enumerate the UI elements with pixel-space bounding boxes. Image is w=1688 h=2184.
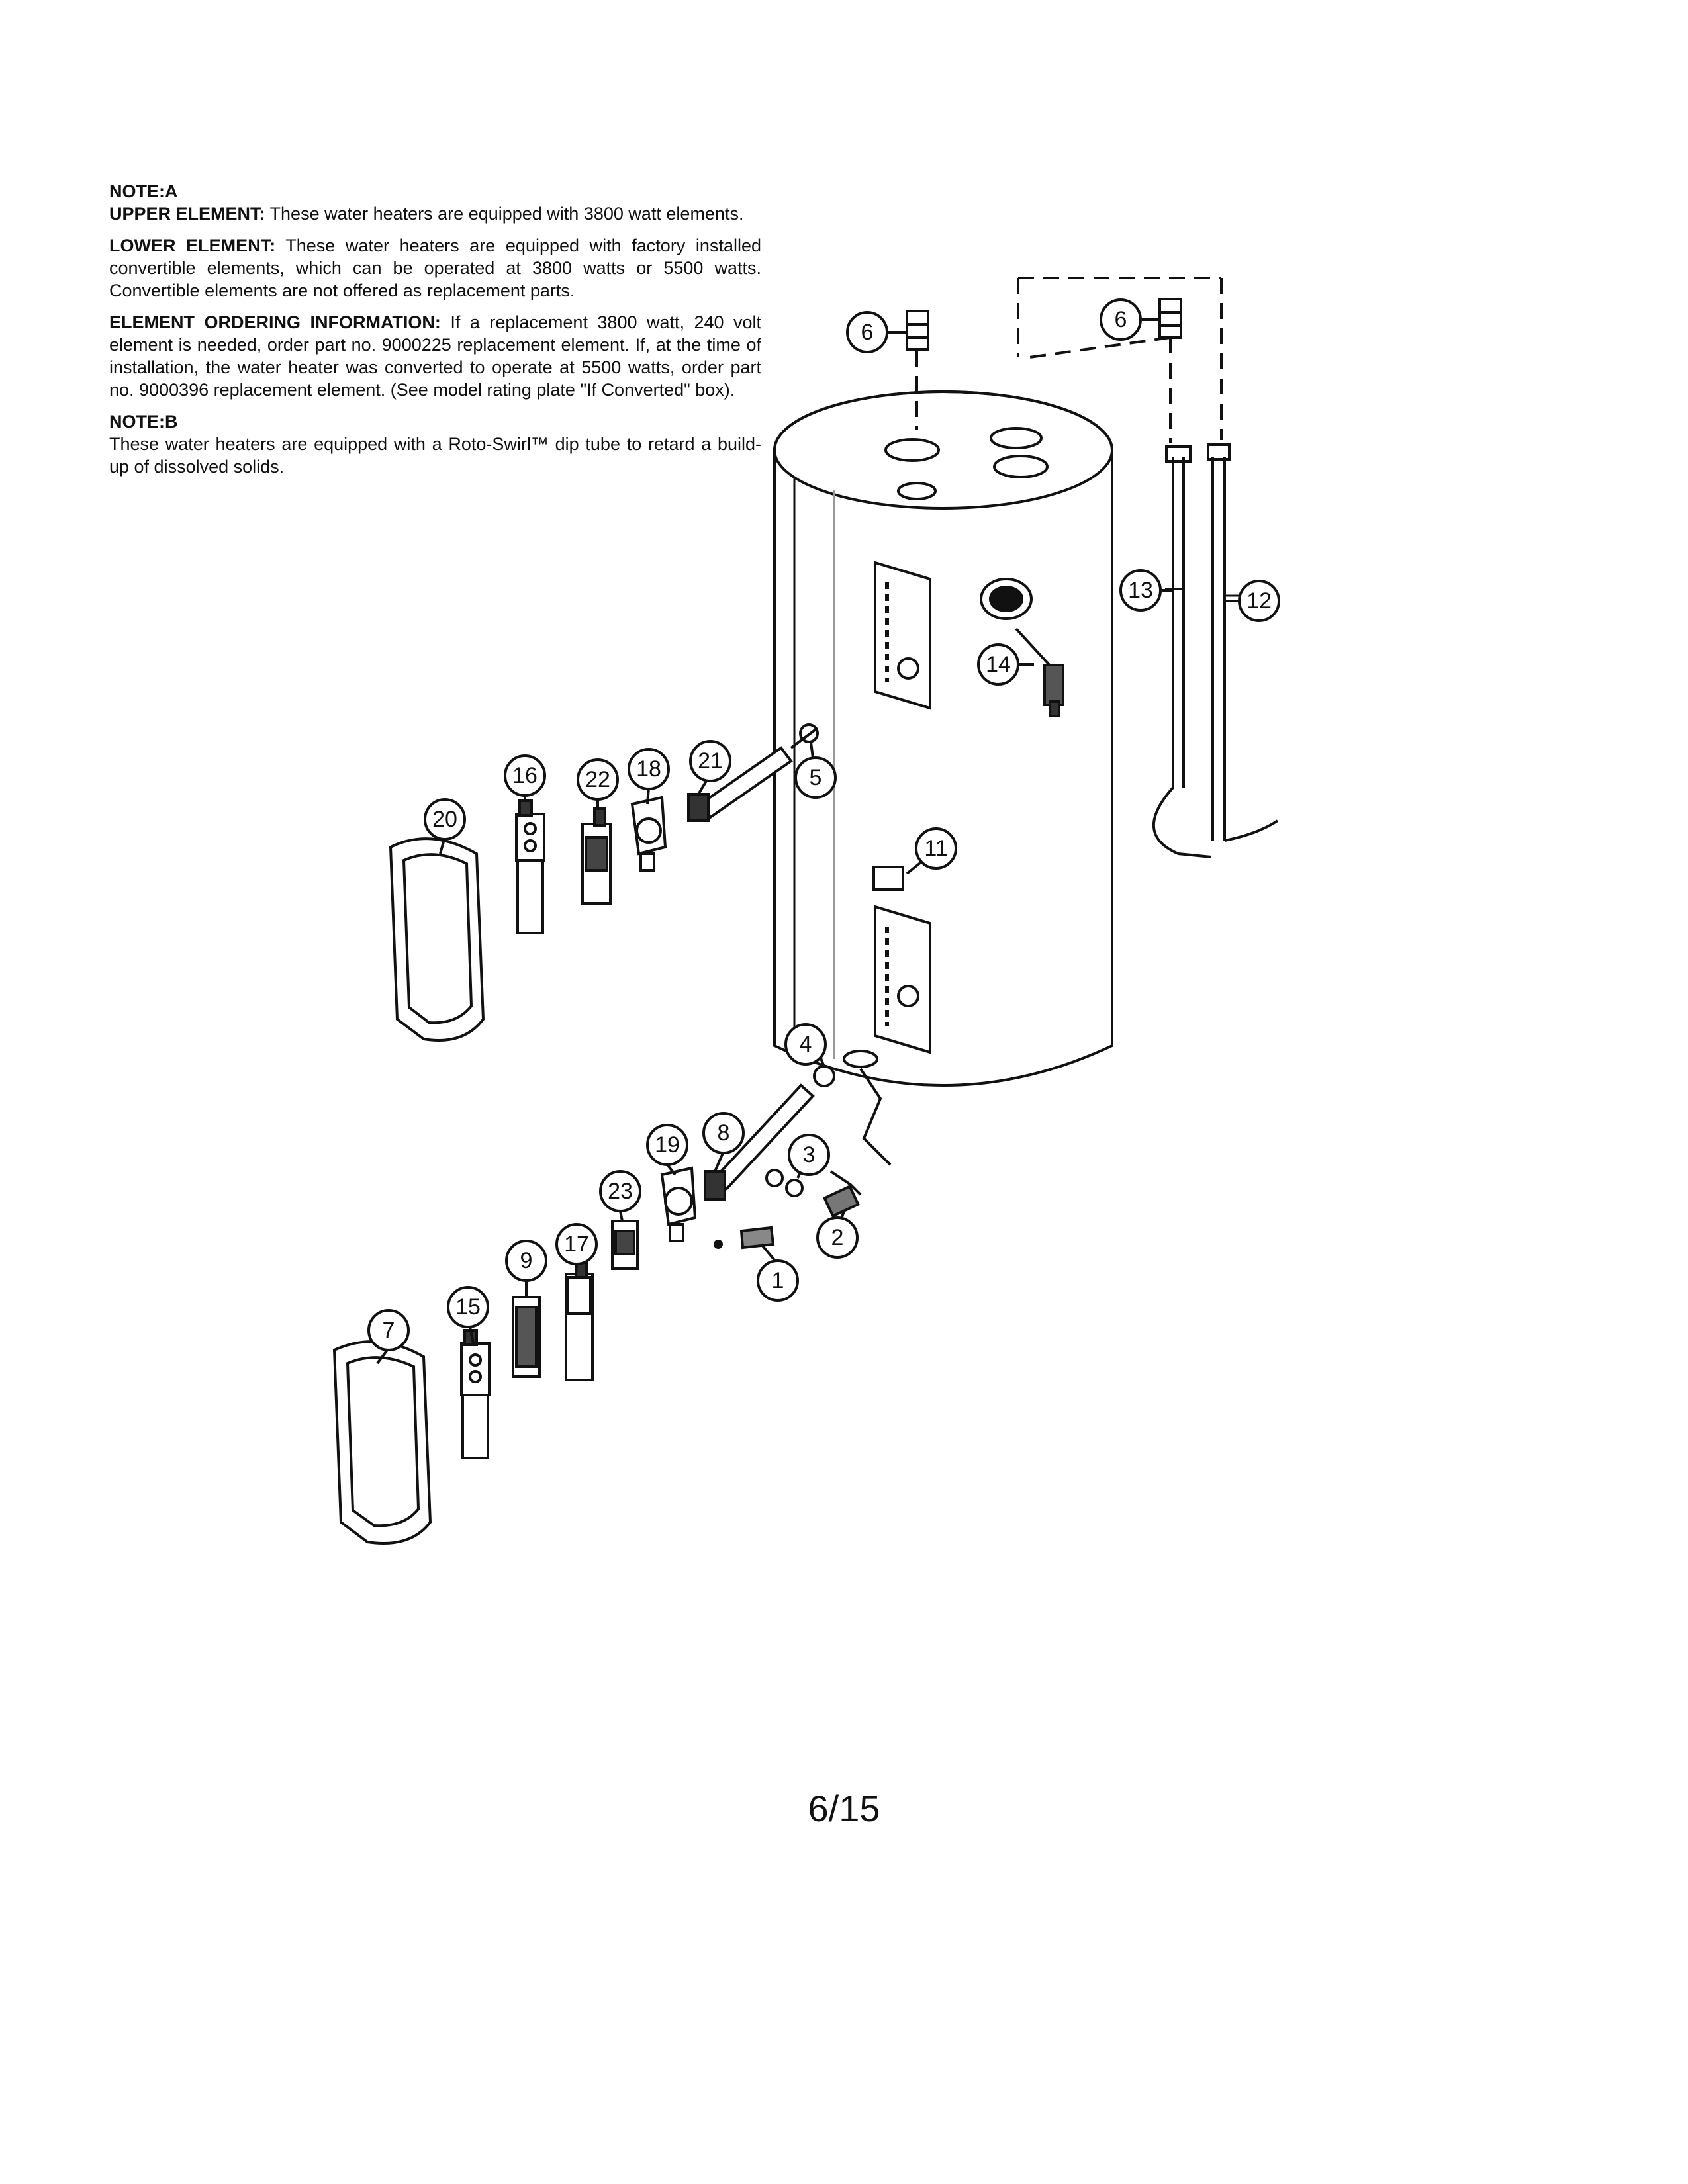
- dip-tube: [1152, 445, 1212, 858]
- svg-text:18: 18: [636, 756, 661, 782]
- leader-dashed-lines: [915, 277, 1223, 443]
- upper-element-label: UPPER ELEMENT:: [109, 204, 265, 224]
- svg-text:14: 14: [986, 652, 1011, 677]
- water-heater-tank: [773, 390, 1113, 1087]
- upper-thermostat-alt: [565, 1261, 594, 1381]
- callout-11: 11: [915, 827, 957, 870]
- callout-21: 21: [689, 740, 731, 782]
- callout-9: 9: [505, 1240, 547, 1282]
- svg-text:6: 6: [1115, 307, 1127, 332]
- svg-text:12: 12: [1246, 588, 1272, 614]
- relief-valve: [1015, 627, 1064, 717]
- svg-text:13: 13: [1128, 578, 1153, 603]
- svg-text:9: 9: [520, 1248, 533, 1273]
- svg-text:3: 3: [803, 1142, 816, 1167]
- callout-6-right: 6: [1100, 298, 1142, 341]
- nipple-right: [1158, 298, 1182, 339]
- lower-thermostat-alt: [512, 1296, 541, 1378]
- callout-4: 4: [784, 1023, 827, 1066]
- callout-12: 12: [1238, 580, 1280, 622]
- ordering-info-text: If a replacement 3800 watt, 240 volt ele…: [109, 312, 761, 400]
- svg-text:19: 19: [655, 1132, 680, 1158]
- callout-5: 5: [794, 756, 837, 799]
- callout-23: 23: [599, 1170, 641, 1212]
- callout-2: 2: [816, 1216, 859, 1259]
- note-a: NOTE:A UPPER ELEMENT: These water heater…: [109, 180, 761, 225]
- note-b-text: These water heaters are equipped with a …: [109, 434, 761, 477]
- svg-text:21: 21: [698, 749, 723, 774]
- callout-20: 20: [424, 798, 466, 841]
- svg-text:5: 5: [810, 765, 822, 790]
- ordering-info-note: ELEMENT ORDERING INFORMATION: If a repla…: [109, 311, 761, 401]
- notes-block: NOTE:A UPPER ELEMENT: These water heater…: [109, 180, 761, 487]
- callout-16: 16: [504, 754, 546, 797]
- lower-thermostat-bracket: [660, 1166, 697, 1242]
- callout-18: 18: [628, 748, 670, 790]
- lower-access-opening: [872, 866, 931, 1054]
- callout-13: 13: [1119, 569, 1162, 612]
- svg-text:6: 6: [861, 320, 874, 345]
- svg-text:20: 20: [432, 807, 457, 832]
- lower-thermostat: [460, 1329, 491, 1459]
- lower-access-cover: [332, 1340, 432, 1545]
- upper-thermostat: [515, 799, 545, 934]
- upper-thermostat-bracket: [630, 796, 667, 872]
- svg-text:17: 17: [564, 1232, 589, 1257]
- lower-element-note: LOWER ELEMENT: These water heaters are e…: [109, 234, 761, 302]
- upper-limit-switch: [581, 807, 612, 905]
- nipple-left: [906, 310, 929, 351]
- note-b-heading: NOTE:B: [109, 412, 178, 432]
- callout-22: 22: [577, 758, 619, 801]
- lower-element-text: These water heaters are equipped with fa…: [109, 236, 761, 300]
- upper-access-opening: [874, 561, 931, 710]
- upper-element-text: These water heaters are equipped with 38…: [265, 204, 744, 224]
- note-a-heading: NOTE:A: [109, 181, 178, 201]
- svg-text:8: 8: [718, 1120, 730, 1146]
- page-number: 6/15: [808, 1788, 880, 1829]
- heat-trap-nipple: [1207, 443, 1279, 842]
- callout-15: 15: [447, 1286, 489, 1328]
- callout-7: 7: [367, 1309, 410, 1351]
- callout-3: 3: [788, 1134, 830, 1176]
- callout-19: 19: [646, 1124, 688, 1166]
- svg-text:2: 2: [831, 1225, 844, 1250]
- svg-text:1: 1: [772, 1268, 784, 1293]
- svg-text:4: 4: [800, 1032, 812, 1057]
- lower-heating-element: [704, 1065, 835, 1201]
- callout-1: 1: [757, 1259, 799, 1302]
- callout-6-left: 6: [846, 311, 888, 353]
- svg-text:11: 11: [924, 836, 947, 861]
- svg-text:22: 22: [585, 767, 610, 792]
- svg-text:23: 23: [608, 1179, 633, 1204]
- lower-element-label: LOWER ELEMENT:: [109, 236, 276, 255]
- callouts: 6 6 13 12 14 11 5 4 3 2 1 8 19 23 17 9 1…: [367, 298, 1280, 1351]
- lower-limit-switch: [611, 1220, 639, 1270]
- drain-valve-assembly: [714, 1068, 892, 1250]
- note-b: NOTE:B These water heaters are equipped …: [109, 410, 761, 478]
- relief-valve-opening: [980, 578, 1033, 620]
- callout-14: 14: [977, 643, 1019, 686]
- callout-17: 17: [555, 1223, 598, 1265]
- ordering-info-label: ELEMENT ORDERING INFORMATION:: [109, 312, 441, 332]
- svg-text:16: 16: [512, 763, 538, 788]
- svg-text:7: 7: [383, 1318, 395, 1343]
- upper-heating-element: [687, 723, 819, 822]
- svg-text:15: 15: [455, 1295, 481, 1320]
- upper-access-cover: [389, 837, 485, 1042]
- callout-8: 8: [702, 1112, 745, 1154]
